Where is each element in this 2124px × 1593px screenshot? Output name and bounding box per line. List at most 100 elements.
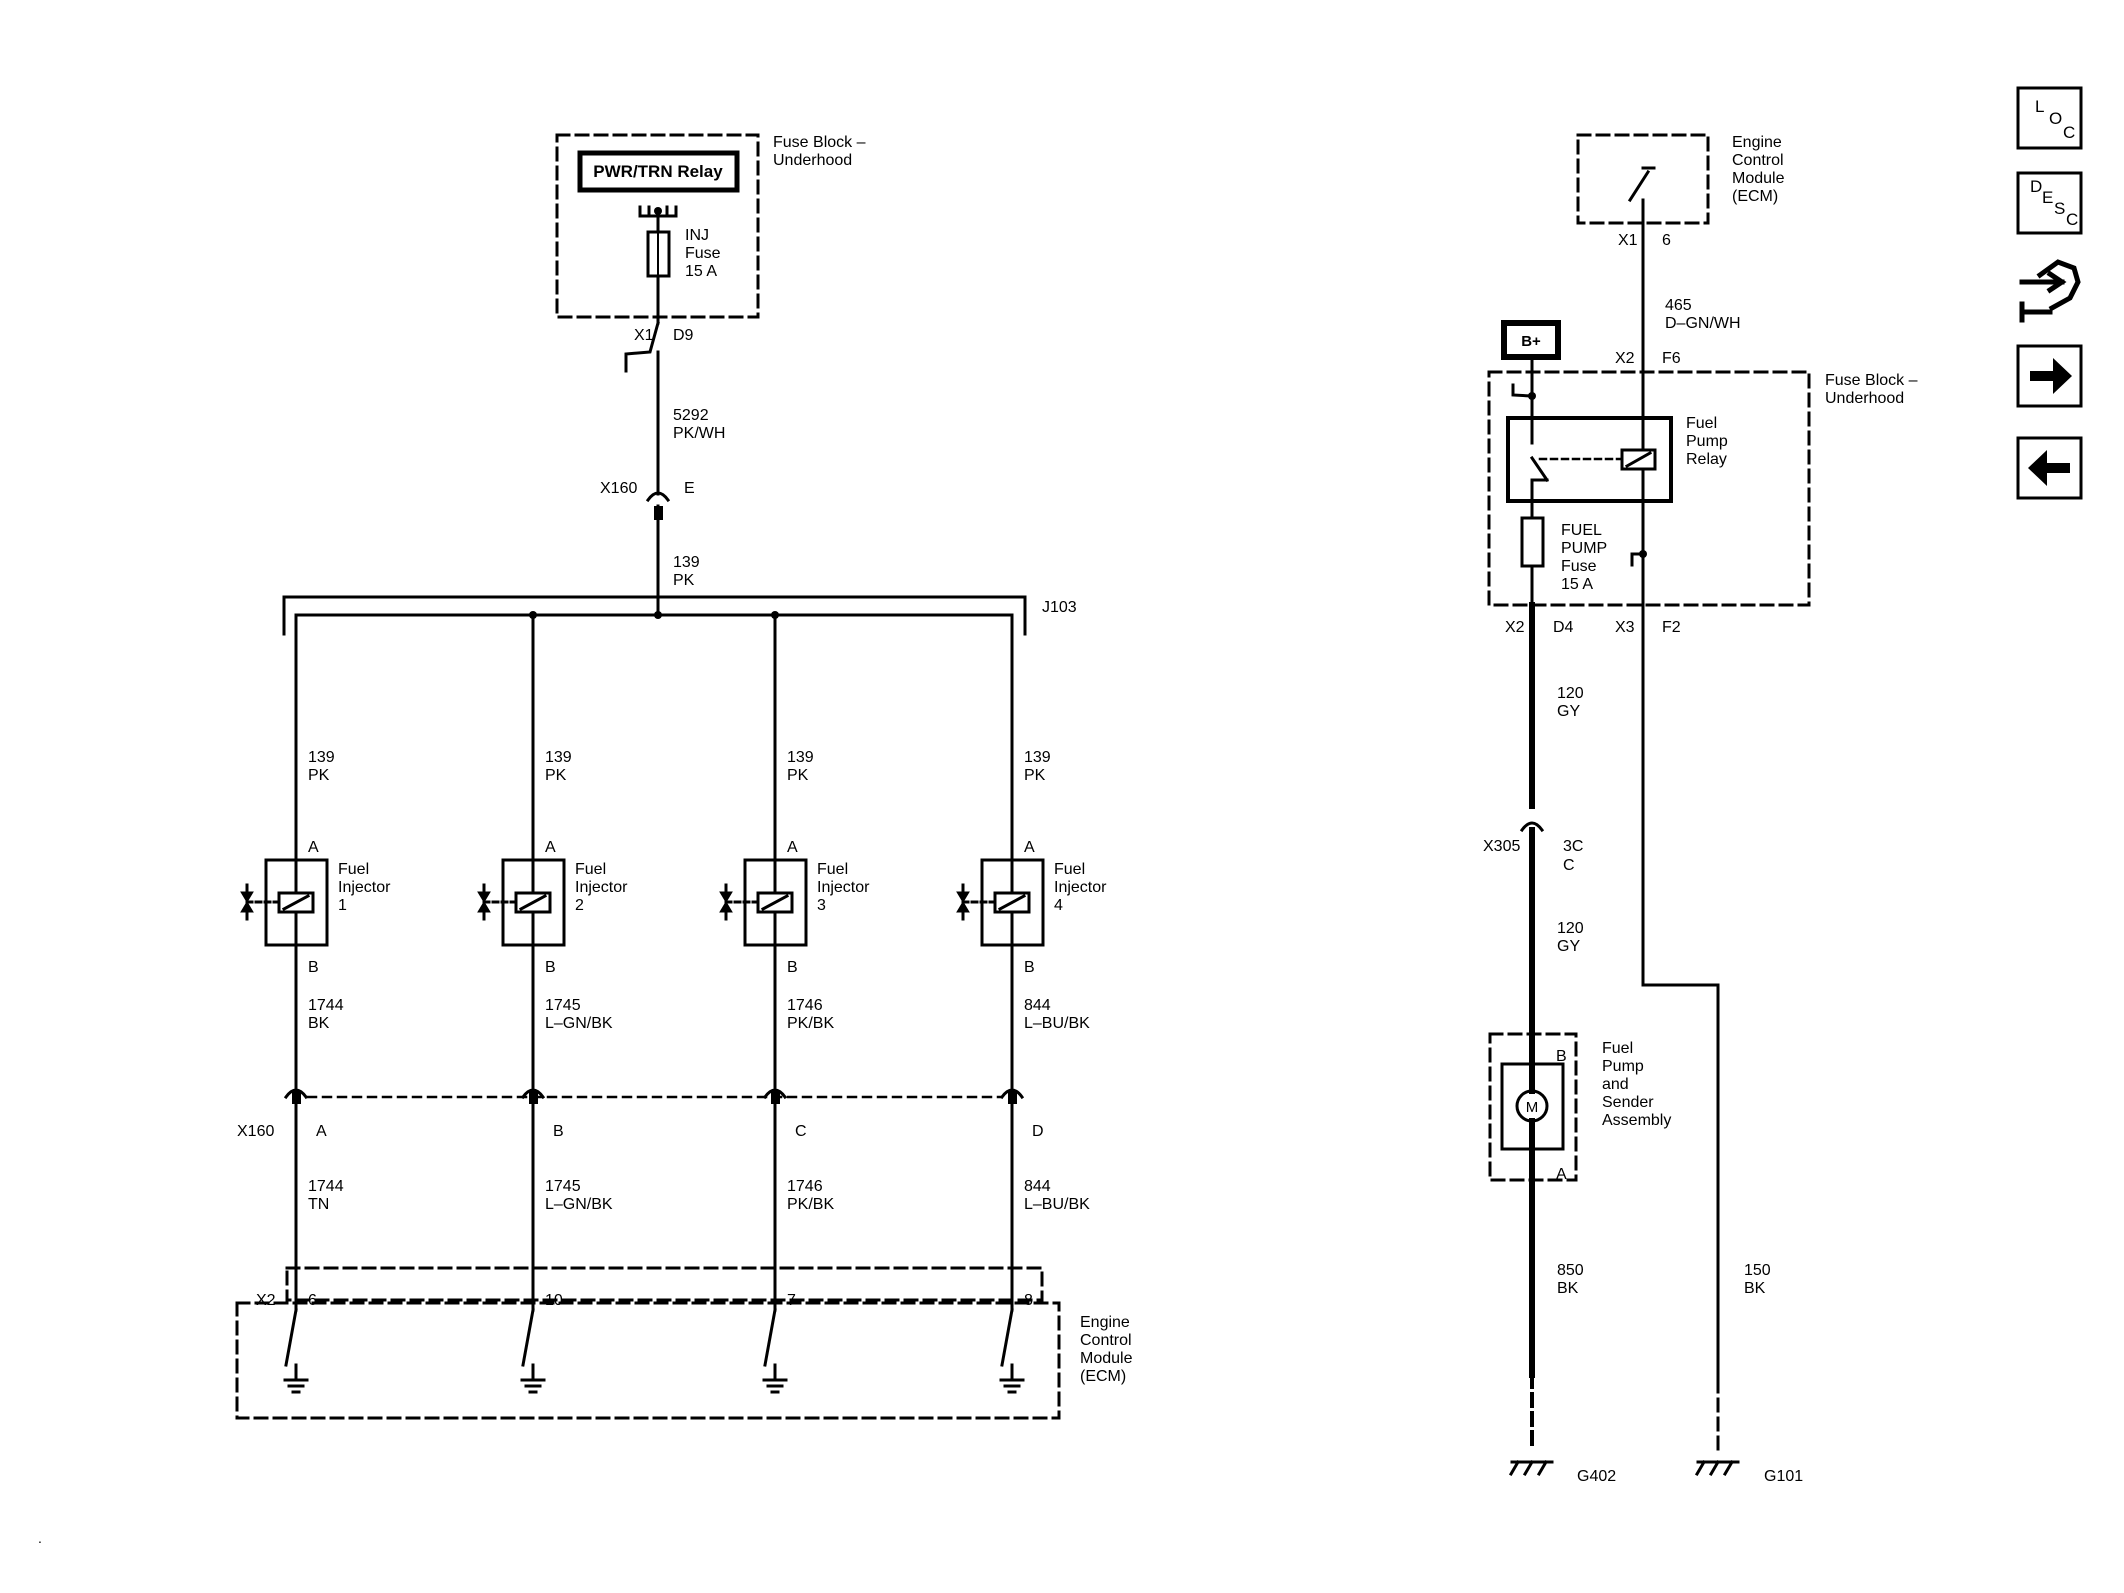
inj2-x160-pin: B — [553, 1123, 564, 1140]
inj1-wire-top-color: PK — [308, 767, 330, 784]
inj4-wire-top-number: 139 — [1024, 749, 1051, 766]
desc-letter-s: S — [2054, 199, 2065, 218]
ecm-right-label-3: Module — [1732, 170, 1785, 187]
inj1-name-1: Fuel — [338, 861, 369, 878]
ground-g402-label: G402 — [1577, 1468, 1616, 1485]
x2-f6-pin: F6 — [1662, 350, 1681, 367]
inj2-wire-bot-color: L–GN/BK — [545, 1196, 613, 1213]
out-left-conn: X2 — [1505, 619, 1525, 636]
next-arrow-icon[interactable] — [2030, 358, 2072, 394]
desc-letter-d: D — [2030, 177, 2042, 196]
ecm-right-label-1: Engine — [1732, 134, 1782, 151]
wire-120-a-color: GY — [1557, 703, 1580, 720]
ecm-left-label-1: Engine — [1080, 1314, 1130, 1331]
previous-button[interactable] — [2016, 436, 2083, 500]
ecm-left-label-3: Module — [1080, 1350, 1133, 1367]
stray-mark: . — [38, 1530, 42, 1546]
wire-465-number: 465 — [1665, 297, 1692, 314]
pump-pin-b: B — [1556, 1048, 1567, 1065]
ground-g402 — [1508, 1459, 1554, 1477]
fuse-block-underhood-right — [1487, 355, 1811, 607]
inj2-pin-a: A — [545, 839, 556, 856]
pump-circuit-labels: Engine Control Module (ECM) X1 6 465 D–G… — [1483, 134, 1918, 1485]
nav-buttons — [2016, 86, 2083, 500]
ecm-x1-label: X1 — [1618, 232, 1638, 249]
motor-symbol-label: M — [1526, 1099, 1539, 1116]
inj2-wire-top-color: PK — [545, 767, 567, 784]
d9-label: D9 — [673, 327, 694, 344]
wire-5292 — [624, 274, 660, 496]
inj4-pin-a: A — [1024, 839, 1035, 856]
inj4-wire-mid-color: L–BU/BK — [1024, 1015, 1090, 1032]
inj3-ecm-pin: 7 — [787, 1292, 796, 1309]
inj4-wire-bot-number: 844 — [1024, 1178, 1051, 1195]
loc-letter-l: L — [2035, 97, 2044, 116]
x305-pin-3c: 3C — [1563, 838, 1583, 855]
fuel-pump-relay-label-2: Pump — [1686, 433, 1728, 450]
desc-button[interactable] — [2016, 171, 2083, 235]
desc-letter-e: E — [2042, 188, 2053, 207]
fuse-block-title-right-2: Underhood — [1825, 390, 1904, 407]
inj1-ecm-pin: 6 — [308, 1292, 317, 1309]
previous-arrow-icon[interactable] — [2028, 450, 2070, 486]
fuse-block-title-left-1: Fuse Block – — [773, 134, 866, 151]
inj4-name-3: 4 — [1054, 897, 1063, 914]
wire-120-gy — [1519, 602, 1545, 1048]
inj4-name-1: Fuel — [1054, 861, 1085, 878]
wire-465-color: D–GN/WH — [1665, 315, 1741, 332]
b-plus-label: B+ — [1521, 333, 1541, 350]
fuel-injector-3 — [719, 613, 808, 1394]
ground-g101 — [1694, 1459, 1740, 1477]
inj-fuse-label-1: INJ — [685, 227, 709, 244]
inj2-name-3: 2 — [575, 897, 584, 914]
x160-top-label: X160 — [600, 480, 637, 497]
pump-name-5: Assembly — [1602, 1112, 1671, 1129]
wire-120-b-color: GY — [1557, 938, 1580, 955]
x305-label: X305 — [1483, 838, 1520, 855]
inj1-name-2: Injector — [338, 879, 391, 896]
inj3-wire-top-color: PK — [787, 767, 809, 784]
loc-button[interactable] — [2016, 86, 2083, 150]
pump-name-1: Fuel — [1602, 1040, 1633, 1057]
inj2-pin-b: B — [545, 959, 556, 976]
wire-150-color: BK — [1744, 1280, 1766, 1297]
x2-f6-conn: X2 — [1615, 350, 1635, 367]
fuel-injector-4 — [956, 613, 1045, 1394]
out-left-pin: D4 — [1553, 619, 1574, 636]
wire-f2-to-g101 — [1641, 603, 1720, 1452]
x160-top-pin: E — [684, 480, 695, 497]
out-right-pin: F2 — [1662, 619, 1681, 636]
ecm-right-box — [1576, 133, 1710, 225]
wire-850-number: 850 — [1557, 1262, 1584, 1279]
pump-name-2: Pump — [1602, 1058, 1644, 1075]
inj2-name-2: Injector — [575, 879, 628, 896]
ecm-x2-label: X2 — [256, 1292, 276, 1309]
next-button[interactable] — [2016, 344, 2083, 408]
inj1-x160-pin: A — [316, 1123, 327, 1140]
wire-5292-color: PK/WH — [673, 425, 725, 442]
wire-150-number: 150 — [1744, 1262, 1771, 1279]
pump-name-3: and — [1602, 1076, 1629, 1093]
inj1-wire-mid-number: 1744 — [308, 997, 344, 1014]
x1-label: X1 — [634, 327, 654, 344]
bus-wire-color: PK — [673, 572, 695, 589]
x160-connector-top — [645, 491, 671, 615]
ground-g101-label: G101 — [1764, 1468, 1803, 1485]
wire-120-a-number: 120 — [1557, 685, 1584, 702]
fuel-pump-fuse-label-1: FUEL — [1561, 522, 1602, 539]
fuel-pump-relay-label-3: Relay — [1686, 451, 1727, 468]
inj2-wire-mid-number: 1745 — [545, 997, 581, 1014]
inj1-wire-top-number: 139 — [308, 749, 335, 766]
fuel-pump-fuse-label-3: Fuse — [1561, 558, 1597, 575]
splice-j103 — [282, 595, 1027, 636]
out-right-conn: X3 — [1615, 619, 1635, 636]
connector-icon[interactable] — [2019, 259, 2081, 323]
fuel-injector-2 — [477, 613, 566, 1394]
ecm-left-label-2: Control — [1080, 1332, 1132, 1349]
bus-wire-number: 139 — [673, 554, 700, 571]
inj4-x160-pin: D — [1032, 1123, 1044, 1140]
injector-circuit-labels: Fuse Block – Underhood PWR/TRN Relay INJ… — [237, 134, 1133, 1385]
nav-text: L O C D E S C — [2030, 97, 2078, 229]
ecm-x2-left — [235, 1266, 1061, 1420]
